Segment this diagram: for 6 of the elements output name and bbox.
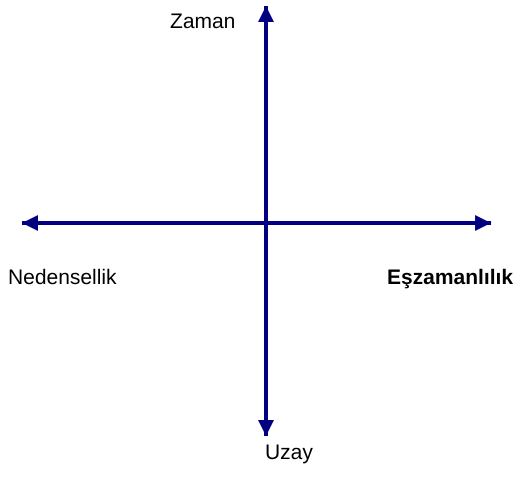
axis-label: Zaman bbox=[170, 9, 236, 35]
axis-label: Eşzamanlılık bbox=[387, 265, 514, 291]
axis-label: Uzay bbox=[265, 440, 313, 466]
double-headed-arrow bbox=[258, 6, 274, 436]
double-headed-arrow bbox=[22, 215, 492, 231]
axis-label: Nedensellik bbox=[8, 265, 117, 291]
